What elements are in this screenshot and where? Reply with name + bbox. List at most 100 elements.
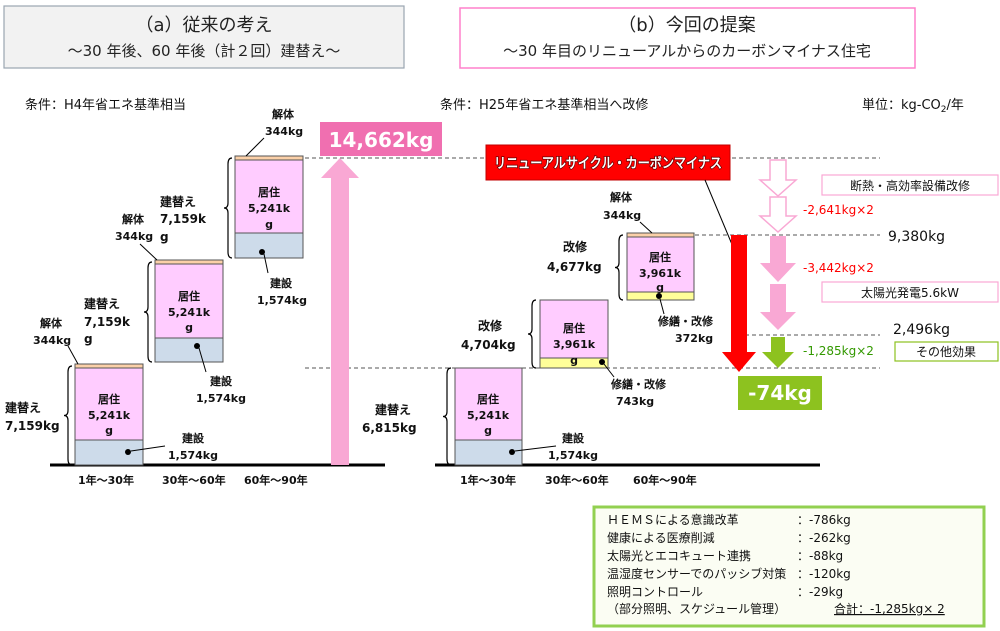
total-value-line-2: g — [84, 332, 93, 346]
living-value-line-2: g — [570, 354, 578, 367]
repair-leader — [603, 363, 615, 378]
total-label: 建替え — [83, 296, 120, 311]
construction-segment — [154, 337, 224, 363]
repair-label: 修繕・改修 — [657, 314, 714, 328]
living-label: 居住 — [178, 289, 200, 303]
level-2496: 2,496kg — [893, 322, 950, 338]
living-value-line-2: g — [484, 424, 492, 437]
period-label: 30年～60年 — [545, 473, 609, 487]
reduction-amount-solar: -3,442kg×2 — [803, 261, 874, 275]
total-badge — [320, 122, 442, 156]
unit-subscript: 2 — [941, 105, 947, 115]
living-value-line-1: 3,961k — [639, 267, 682, 280]
living-label: 居住 — [258, 185, 280, 199]
reduction-tag-solar: 太陽光発電5.6kW — [861, 285, 959, 300]
total-brace — [442, 367, 452, 466]
total-badge-text: 14,662kg — [329, 128, 434, 152]
repair-segment — [539, 357, 609, 369]
demolition-value: 344kg — [603, 209, 641, 222]
reduction-tag-other: その他効果 — [916, 344, 976, 359]
condition-left: 条件：H4年省エネ基準相当 — [25, 97, 186, 113]
living-label: 居住 — [649, 250, 671, 264]
demolition-value: 344kg — [33, 334, 71, 347]
living-value-line-1: 5,241k — [168, 306, 211, 319]
header-left-box — [3, 5, 405, 69]
effect-label: 温湿度センサーでのパッシブ対策 — [607, 566, 786, 581]
header-right: （b）今回の提案 ～30 年目のリニューアルからのカーボンマイナス住宅 — [459, 7, 916, 69]
repair-label: 修繕・改修 — [610, 377, 667, 391]
total-value-line-1: 6,815kg — [362, 421, 417, 435]
period-label: 1年～30年 — [78, 473, 134, 487]
header-right-subtitle: ～30 年目のリニューアルからのカーボンマイナス住宅 — [503, 42, 871, 60]
other-effects-box — [592, 505, 986, 628]
period-label: 60年～90年 — [633, 473, 697, 487]
banner-text: リニューアルサイクル・カーボンマイナス — [494, 156, 722, 172]
living-segment — [539, 299, 609, 359]
living-value-line-2: g — [265, 218, 273, 231]
header-right-box — [459, 7, 916, 69]
left-bar-2: 居住 5,241k g 建設 1,574kg 解体 344kg 建替え 7,15… — [83, 212, 246, 405]
effect-label: 照明コントロール — [607, 585, 703, 599]
construction-marker — [509, 449, 515, 455]
right-diagram: 居住 5,241k g 建設 1,574kg 建替え 6,815kg 居住 3,… — [362, 144, 999, 487]
reduction-tag-box — [894, 341, 999, 362]
effect-value: ：-120kg — [797, 567, 851, 581]
living-value-line-2: g — [105, 424, 113, 437]
right-bar-1: 居住 5,241k g 建設 1,574kg 建替え 6,815kg — [362, 367, 598, 466]
total-label: 改修 — [478, 318, 503, 333]
construction-leader — [130, 445, 166, 452]
construction-segment — [74, 439, 144, 466]
total-label: 建替え — [4, 400, 41, 415]
header-right-title: （b）今回の提案 — [618, 15, 755, 36]
living-segment — [454, 367, 523, 441]
construction-label: 建設 — [270, 276, 293, 290]
living-segment — [74, 367, 144, 441]
hollow-down-arrow-icon — [758, 196, 798, 234]
right-bar-2: 居住 3,961k g 修繕・改修 743kg 改修 4,704kg — [461, 299, 667, 408]
living-label: 居住 — [563, 321, 585, 335]
header-left: （a）従来の考え ～30 年後、60 年後（計２回）建替え～ — [3, 5, 405, 69]
living-value-line-1: 5,241k — [88, 409, 131, 422]
banner-box — [485, 144, 731, 181]
result-badge-text: -74kg — [748, 381, 812, 405]
construction-value: 1,574kg — [548, 449, 598, 462]
living-label: 居住 — [477, 392, 499, 406]
effect-label: ＨＥＭＳによる意識改革 — [607, 512, 739, 527]
total-label: 建替え — [374, 402, 411, 417]
construction-leader — [198, 347, 207, 373]
left-bar-1: 居住 5,241k g 建設 1,574kg 解体 344kg 建替え 7,15… — [4, 316, 218, 466]
total-brace — [223, 157, 233, 259]
construction-label: 建設 — [562, 431, 585, 445]
red-down-arrow-icon — [722, 235, 756, 372]
effect-value: ：-88kg — [797, 549, 843, 563]
demolition-value: 344kg — [265, 125, 303, 138]
living-label: 居住 — [98, 392, 120, 406]
result-badge — [738, 376, 822, 410]
total-label: 改修 — [563, 239, 588, 254]
unit-label: 単位：kg-CO2/年 — [862, 97, 964, 115]
construction-label: 建設 — [182, 431, 205, 445]
period-label: 1年～30年 — [460, 473, 516, 487]
living-value-line-1: 5,241k — [467, 409, 510, 422]
demolition-label: 解体 — [122, 212, 145, 226]
construction-label: 建設 — [210, 374, 233, 388]
demolition-segment — [626, 232, 695, 238]
effect-total: 合計：-1,285kg× 2 — [834, 601, 945, 616]
period-label: 30年～60年 — [162, 473, 226, 487]
repair-leader — [659, 298, 665, 315]
repair-marker — [656, 293, 662, 299]
header-left-title: （a）従来の考え — [135, 15, 272, 36]
repair-marker — [599, 359, 605, 365]
demolition-value: 344kg — [115, 230, 153, 243]
right-bar-3: 居住 3,961k g 修繕・改修 372kg 解体 344kg 改修 4,67… — [547, 190, 714, 345]
left-diagram: 居住 5,241k g 建設 1,574kg 解体 344kg 建替え 7,15… — [4, 107, 442, 487]
construction-marker — [194, 343, 200, 349]
total-brace — [527, 299, 537, 369]
living-segment — [234, 159, 304, 234]
living-segment — [154, 263, 224, 339]
banner-leader — [704, 179, 737, 255]
period-label: 60年～90年 — [244, 473, 308, 487]
pink-down-arrow-icon — [760, 236, 796, 282]
construction-value: 1,574kg — [257, 294, 307, 307]
demolition-leader — [67, 345, 79, 365]
